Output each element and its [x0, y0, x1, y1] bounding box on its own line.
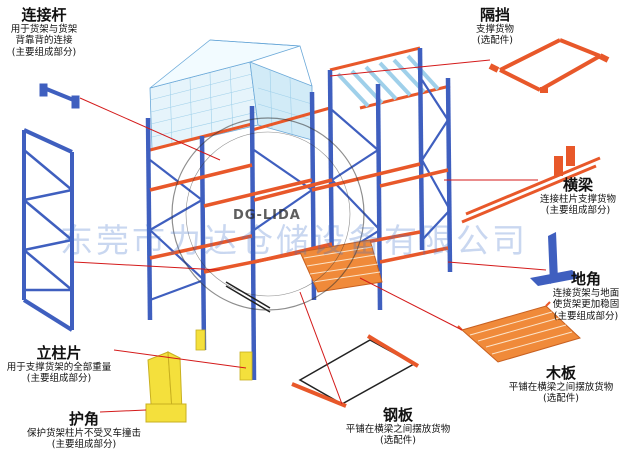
label-connector-title: 连接杆 [0, 6, 88, 24]
label-upright: 立柱片 用于支撑货架的全部重量 (主要组成部分) [0, 344, 118, 385]
label-guard: 护角 保护货架柱片不受叉车撞击 (主要组成部分) [20, 410, 148, 451]
label-beam: 横梁 连接柱片支撑货物 (主要组成部分) [526, 176, 630, 217]
label-divider: 隔挡 支撑货物 (选配件) [440, 6, 550, 47]
label-connector: 连接杆 用于货架与货架 背靠背的连接 (主要组成部分) [0, 6, 88, 58]
label-footplate: 地角 连接货架与地面 使货架更加稳固 (主要组成部分) [540, 270, 632, 322]
divider-illustration [490, 40, 608, 90]
steel-deck-illustration [292, 336, 418, 406]
connector-bar-illustration [40, 84, 79, 108]
stamp-label: DG-LIDA [233, 208, 301, 223]
guard-illustration [146, 352, 186, 422]
pallet-load [150, 40, 312, 150]
label-steel-deck: 钢板 平铺在横梁之间摆放货物 (选配件) [328, 406, 468, 447]
label-wood-deck: 木板 平铺在横梁之间摆放货物 (选配件) [494, 364, 628, 405]
company-watermark: 东莞市力达仓储设备有限公司 [60, 214, 620, 262]
